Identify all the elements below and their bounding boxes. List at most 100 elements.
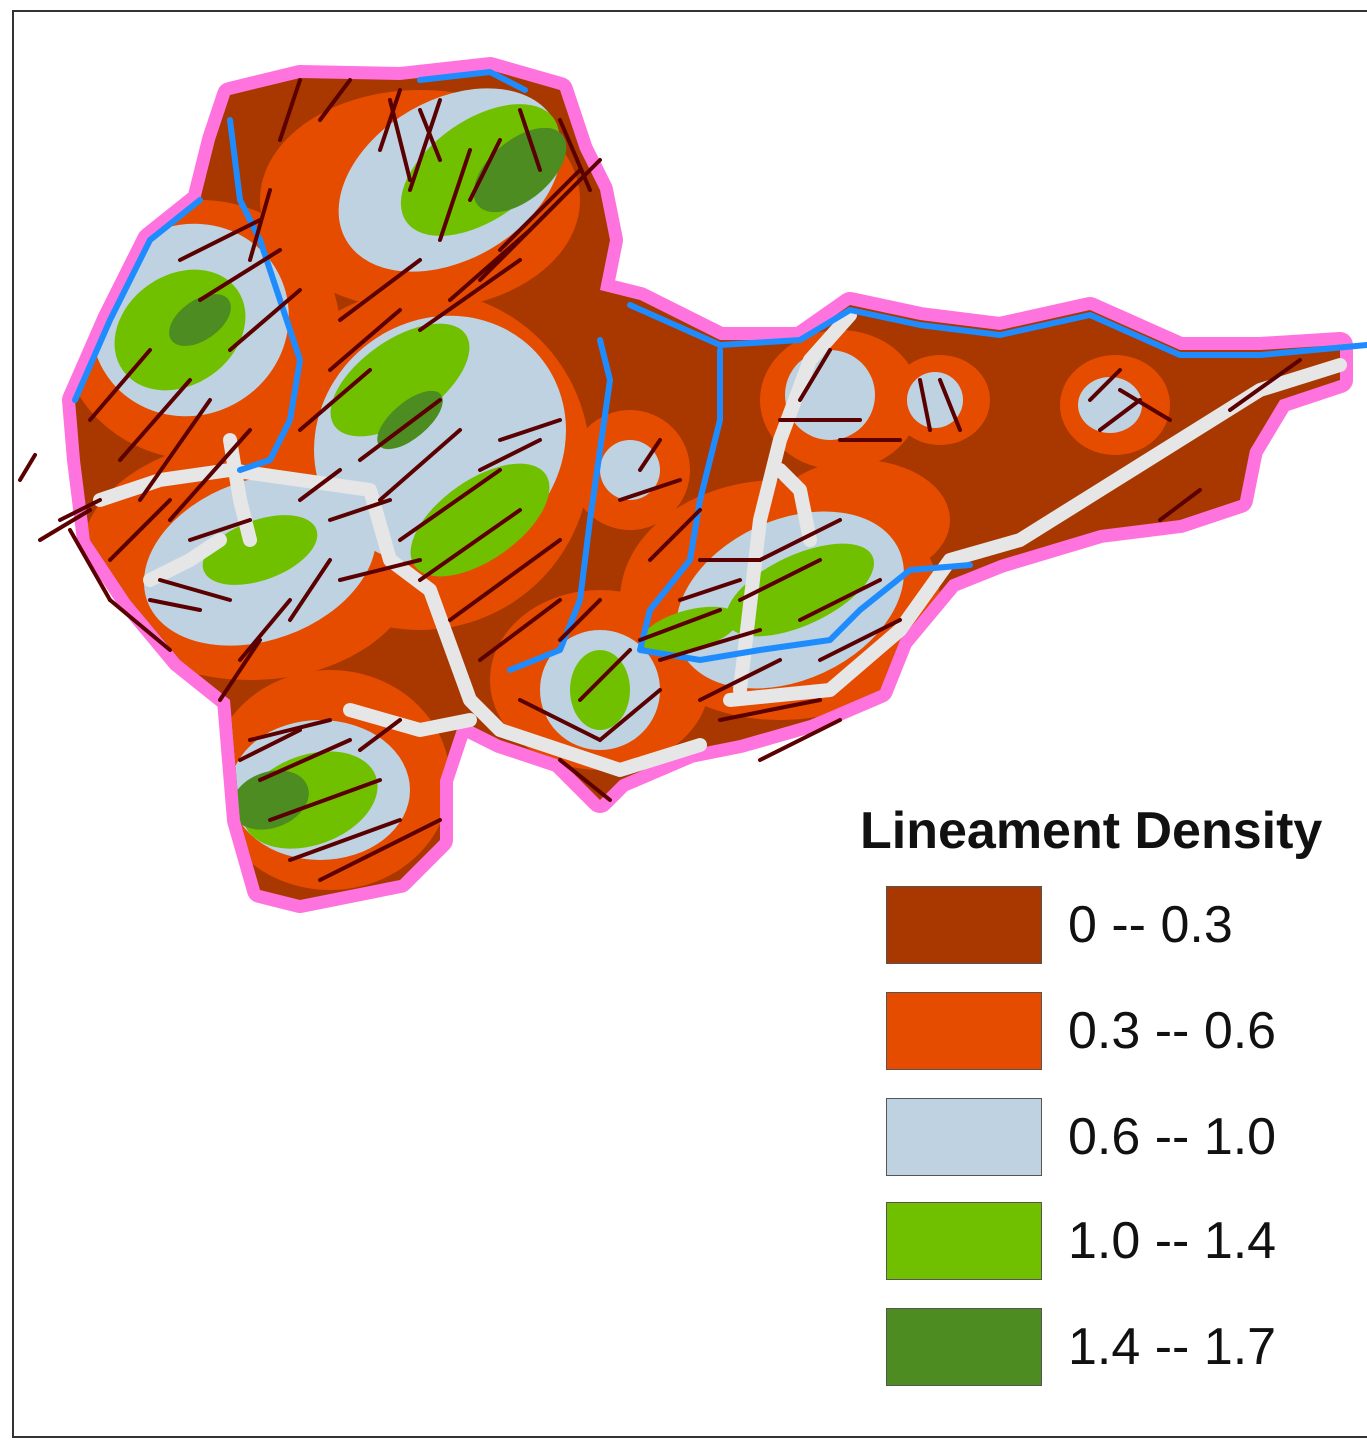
lineament-segment xyxy=(678,578,742,602)
lineament-segment xyxy=(378,428,462,502)
legend-item: 0.3 -- 0.6 xyxy=(886,992,1366,1072)
lineament-segment xyxy=(638,438,662,472)
legend-swatch xyxy=(886,1098,1042,1176)
lineament-segment xyxy=(358,718,402,752)
lineament-segment xyxy=(108,498,172,562)
lineaments xyxy=(18,78,1302,882)
lineament-segment xyxy=(758,518,842,562)
lineament-segment xyxy=(468,138,502,202)
legend-title: Lineament Density xyxy=(860,802,1323,860)
lineament-segment xyxy=(1098,398,1142,432)
lineament-segment xyxy=(58,498,102,522)
roads xyxy=(93,308,1347,777)
lineament-segment xyxy=(38,508,92,542)
legend-item: 0.6 -- 1.0 xyxy=(886,1098,1366,1178)
lineament-segment xyxy=(148,598,202,612)
legend-swatch xyxy=(886,1202,1042,1280)
lineament-segment xyxy=(738,558,822,602)
legend: Lineament Density 0 -- 0.3 0.3 -- 0.6 0.… xyxy=(860,800,1367,1386)
lineament-segment xyxy=(418,108,442,162)
lineament-segment xyxy=(518,698,602,742)
lineament-segment xyxy=(418,258,522,332)
lineament-segment xyxy=(298,468,342,502)
lineament-segment xyxy=(558,598,602,642)
lineament-segment xyxy=(718,698,822,722)
lineament-segment xyxy=(168,428,252,522)
lineament-segment xyxy=(698,658,782,702)
lineament-segment xyxy=(558,118,592,192)
lineament-segment xyxy=(238,598,292,662)
lineament-segment xyxy=(518,108,542,172)
lineament-segment xyxy=(268,778,382,822)
lineament-segment xyxy=(338,558,422,582)
legend-item: 0 -- 0.3 xyxy=(886,886,1366,966)
lineament-segment xyxy=(108,598,172,652)
lineament-segment xyxy=(618,478,682,502)
lineament-segment xyxy=(328,308,402,372)
lineament-segment xyxy=(388,98,412,182)
lineament-segment xyxy=(298,368,372,432)
lineament-segment xyxy=(528,158,602,232)
lineament-segment xyxy=(398,468,502,542)
lineament-segment xyxy=(88,348,152,422)
lineament-segment xyxy=(278,78,302,142)
lineament-segment xyxy=(228,288,302,352)
lineament-segment xyxy=(158,578,232,602)
lineament-segment xyxy=(358,398,442,462)
legend-label: 0.6 -- 1.0 xyxy=(1068,1108,1277,1166)
lineament-segment xyxy=(1228,358,1302,412)
lineament-segment xyxy=(1118,388,1172,422)
lineament-segment xyxy=(438,148,472,242)
lineament-segment xyxy=(258,738,352,782)
lineament-segment xyxy=(408,98,442,192)
lineament-segment xyxy=(18,453,37,482)
lineament-segment xyxy=(248,718,332,742)
lineament-segment xyxy=(638,608,722,642)
lineament-segment xyxy=(658,628,762,662)
legend-label: 0.3 -- 0.6 xyxy=(1068,1002,1277,1060)
lineament-segment xyxy=(478,598,562,662)
lineament-segment xyxy=(558,758,612,802)
legend-item: 1.4 -- 1.7 xyxy=(886,1308,1366,1388)
lineament-segment xyxy=(288,818,402,862)
lineament-segment xyxy=(218,638,262,702)
lineament-segment xyxy=(758,718,842,762)
lineament-segment xyxy=(118,378,192,462)
legend-swatch xyxy=(886,1308,1042,1386)
lineament-segment xyxy=(238,728,302,762)
lineament-segment xyxy=(498,168,582,252)
lineament-segment xyxy=(938,378,962,432)
legend-swatch xyxy=(886,886,1042,964)
map-frame xyxy=(12,10,1367,1438)
lineament-segment xyxy=(338,258,422,322)
lineament-segment xyxy=(598,688,662,742)
lineament-segment xyxy=(448,538,562,622)
lineament-segment xyxy=(318,818,442,882)
lineament-segment xyxy=(818,618,902,662)
lineament-segment xyxy=(248,188,272,262)
lineament-segment xyxy=(138,398,212,502)
lineament-segment xyxy=(798,348,832,402)
lineament-segment xyxy=(198,248,282,302)
legend-label: 1.0 -- 1.4 xyxy=(1068,1212,1277,1270)
lineament-segment xyxy=(188,518,252,542)
lineament-segment xyxy=(798,578,882,622)
lineament-segment xyxy=(478,438,542,472)
legend-label: 0 -- 0.3 xyxy=(1068,896,1233,954)
lineament-segment xyxy=(68,528,112,602)
lineament-segment xyxy=(918,378,932,432)
lineament-segment xyxy=(178,218,262,262)
lineament-segment xyxy=(318,78,352,122)
legend-swatch xyxy=(886,992,1042,1070)
lineament-segment xyxy=(378,88,402,152)
legend-item: 1.0 -- 1.4 xyxy=(886,1202,1366,1282)
lineament-segment xyxy=(648,508,702,562)
lineament-segment xyxy=(288,558,332,622)
lineament-segment xyxy=(578,648,632,702)
lineament-segment xyxy=(1158,488,1202,522)
lineament-segment xyxy=(328,498,392,522)
lineament-segment xyxy=(498,418,562,442)
lineament-segment xyxy=(1088,368,1122,402)
lineament-segment xyxy=(448,228,532,302)
